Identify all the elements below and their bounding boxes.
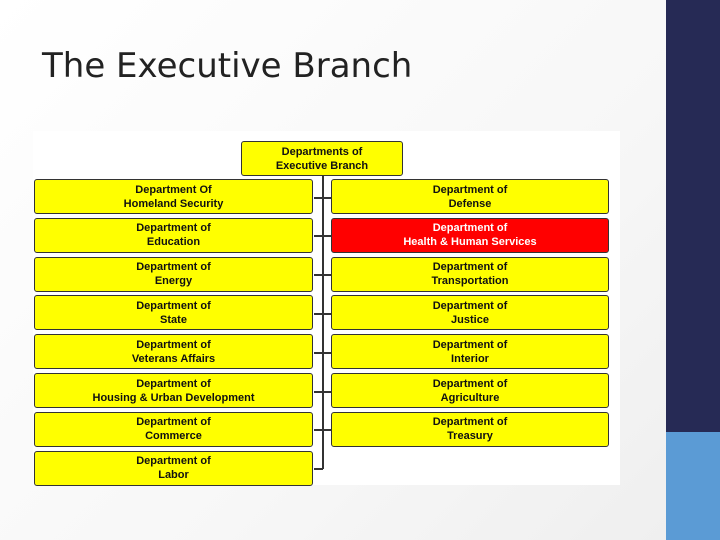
slide-title: The Executive Branch (42, 46, 413, 86)
root-box-executive-branch: Departments of Executive Branch (241, 141, 403, 176)
department-box-line1: Department of (136, 455, 211, 468)
department-box-line1: Department of (432, 299, 508, 312)
department-box-line1: Department of (136, 299, 211, 312)
department-box-line2: Energy (154, 275, 193, 288)
department-box-line2: State (160, 313, 187, 326)
department-box-line1: Department of (432, 183, 508, 196)
connector-line (314, 390, 332, 393)
root-box-line1: Departments of (281, 145, 363, 158)
side-bar-accent (666, 432, 720, 540)
connector-line (314, 312, 332, 315)
department-box-line2: Treasury (447, 430, 493, 443)
department-box-line1: Department of (136, 377, 211, 390)
department-box-line1: Department of (136, 416, 211, 429)
department-box-line2: Housing & Urban Development (92, 391, 255, 404)
department-box-line2: Health & Human Services (403, 236, 537, 249)
connector-line (314, 196, 332, 199)
department-box-line1: Department of (432, 222, 508, 235)
department-box-line2: Labor (158, 469, 189, 482)
department-box-line1: Department of (136, 261, 211, 274)
connector-line (314, 351, 332, 354)
root-box-line2: Executive Branch (275, 159, 369, 172)
department-box-line1: Department of (136, 222, 211, 235)
connector-line (314, 235, 332, 238)
org-chart-trunk-line (322, 176, 324, 469)
connector-line (314, 429, 332, 432)
department-box-line1: Department of (136, 338, 211, 351)
department-box-line1: Department Of (135, 183, 212, 196)
department-box-line2: Homeland Security (123, 197, 224, 210)
department-box-line2: Agriculture (440, 391, 500, 404)
department-box-line2: Interior (451, 352, 489, 365)
department-box-line1: Department of (432, 416, 508, 429)
department-box-line1: Department of (432, 377, 508, 390)
department-box-line2: Veterans Affairs (131, 352, 216, 365)
department-box-line2: Defense (448, 197, 492, 210)
department-box-line2: Commerce (145, 430, 202, 443)
connector-line (314, 468, 323, 471)
department-box-line2: Justice (451, 313, 489, 326)
department-box-line1: Department of (432, 261, 508, 274)
department-box-line1: Department of (432, 338, 508, 351)
connector-line (314, 274, 332, 277)
department-box-line2: Transportation (431, 275, 509, 288)
department-box-line2: Education (146, 236, 201, 249)
